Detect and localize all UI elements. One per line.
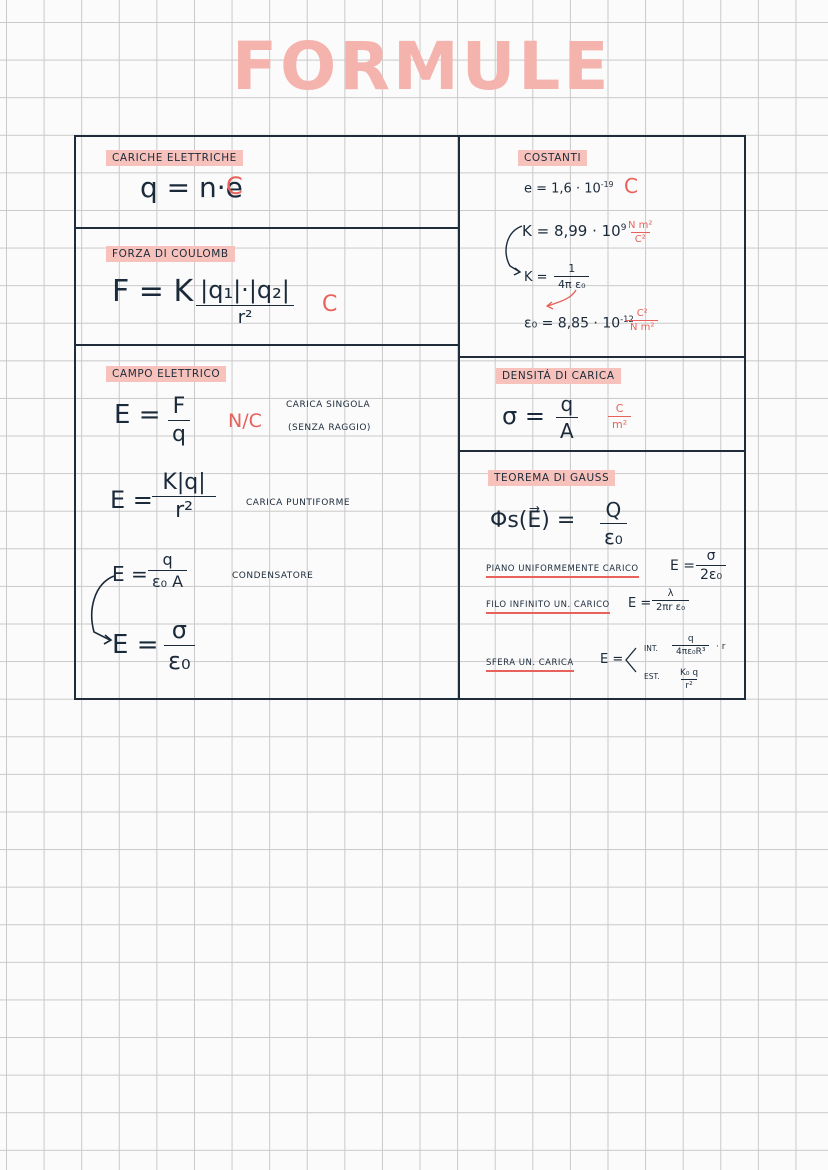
- link-arrow-icon: [505, 225, 523, 276]
- costanti-eps-exp: -12: [620, 314, 634, 324]
- campo-f3-note: CONDENSATORE: [232, 571, 314, 581]
- costanti-k2-num: 1: [568, 262, 576, 275]
- divider-coulomb: [74, 344, 458, 346]
- gauss-int-fraction: q 4πε₀R³: [672, 634, 710, 657]
- densita-unit-den: m²: [608, 416, 632, 431]
- densita-unit-num: C: [615, 402, 624, 415]
- costanti-eps-unit-den: N m²: [626, 320, 659, 333]
- campo-f3-num: q: [162, 550, 173, 569]
- gauss-sfera-lhs: E =: [600, 652, 624, 667]
- costanti-e-exp: -19: [600, 180, 614, 189]
- cariche-heading: CARICHE ELETTRICHE: [106, 150, 243, 166]
- costanti-eps: ε₀ = 8,85 · 10: [524, 315, 621, 332]
- coulomb-denominator: r²: [196, 305, 294, 328]
- coulomb-unit: C: [322, 292, 338, 317]
- costanti-k-unit-den: C²: [630, 232, 650, 245]
- densita-unit: C m²: [608, 402, 632, 431]
- costanti-heading: COSTANTI: [518, 150, 588, 166]
- costanti-eps-unit-num: C²: [636, 308, 648, 319]
- campo-f1-unit: N/C: [228, 410, 262, 432]
- campo-f1-den: q: [168, 420, 190, 447]
- campo-heading: CAMPO ELETTRICO: [106, 366, 227, 382]
- densita-den: A: [556, 417, 578, 443]
- gauss-piano-label: PIANO UNIFORMEMENTE CARICO: [486, 564, 639, 578]
- gauss-filo-num: λ: [667, 588, 674, 599]
- coulomb-fraction: |q₁|·|q₂| r²: [196, 276, 294, 328]
- link-arrow-icon: [91, 575, 115, 645]
- divider-cariche: [74, 227, 458, 229]
- costanti-k-unit: N m² C²: [624, 220, 656, 245]
- gauss-est-label: EST.: [644, 672, 660, 681]
- campo-f1-num: F: [172, 394, 186, 419]
- gauss-piano-den: 2ε₀: [696, 565, 727, 583]
- gauss-sfera-label: SFERA UN. CARICA: [486, 658, 574, 672]
- page-title: FORMULE: [232, 28, 612, 105]
- gauss-filo-label: FILO INFINITO UN. CARICO: [486, 600, 610, 614]
- coulomb-numerator: |q₁|·|q₂|: [200, 276, 290, 304]
- campo-f1-note1: CARICA SINGOLA: [286, 400, 371, 410]
- campo-f3-lhs: E =: [112, 562, 148, 586]
- gauss-piano-num: σ: [706, 548, 716, 564]
- gauss-int-num: q: [687, 634, 694, 644]
- costanti-k2-fraction: 1 4π ε₀: [554, 262, 590, 291]
- coulomb-heading: FORZA DI COULOMB: [106, 246, 235, 262]
- campo-f4-fraction: σ ε₀: [164, 616, 195, 675]
- campo-f4-lhs: E =: [112, 630, 159, 660]
- formula-table: [74, 135, 746, 700]
- campo-f2-fraction: K|q| r²: [152, 470, 216, 523]
- coulomb-lhs: F = K: [112, 274, 194, 309]
- gauss-est-num: K₀ q: [680, 668, 699, 678]
- cariche-formula: q = n·e: [140, 171, 243, 204]
- campo-f2-lhs: E =: [110, 486, 153, 514]
- costanti-k: K = 8,99 · 10: [522, 222, 621, 240]
- campo-f2-den: r²: [152, 496, 216, 523]
- gauss-int-den: 4πε₀R³: [672, 645, 710, 657]
- link-arrow-icon: [545, 289, 577, 310]
- gauss-lhs: Φs(E⃗) =: [490, 508, 576, 533]
- gauss-est-fraction: K₀ q r²: [676, 668, 702, 691]
- densita-num: q: [560, 392, 574, 416]
- gauss-filo-den: 2πr ε₀: [652, 600, 690, 613]
- campo-f2-num: K|q|: [162, 470, 206, 495]
- costanti-e: e = 1,6 · 10: [524, 181, 601, 197]
- campo-f3-den: ε₀ A: [148, 570, 188, 591]
- costanti-eps-unit: C² N m²: [626, 308, 659, 333]
- campo-f4-den: ε₀: [164, 645, 195, 675]
- costanti-k2-lhs: K =: [524, 270, 548, 285]
- campo-f3-fraction: q ε₀ A: [148, 550, 188, 591]
- gauss-heading: TEOREMA DI GAUSS: [488, 470, 616, 486]
- gauss-num: Q: [605, 498, 622, 522]
- gauss-piano-lhs: E =: [670, 558, 696, 574]
- costanti-k2-den: 4π ε₀: [554, 276, 590, 291]
- gauss-filo-lhs: E =: [628, 596, 652, 611]
- divider-costanti: [458, 356, 746, 358]
- gauss-piano-fraction: σ 2ε₀: [696, 548, 727, 583]
- gauss-fraction: Q ε₀: [600, 498, 627, 549]
- densita-lhs: σ =: [502, 402, 545, 430]
- gauss-filo-fraction: λ 2πr ε₀: [652, 588, 690, 613]
- campo-f1-lhs: E =: [114, 400, 161, 430]
- campo-f2-note: CARICA PUNTIFORME: [246, 498, 351, 508]
- column-divider: [458, 135, 460, 700]
- divider-densita: [458, 450, 746, 452]
- costanti-e-unit: C: [624, 174, 638, 198]
- costanti-k-unit-num: N m²: [628, 220, 653, 231]
- costanti-k-exp: 9: [620, 223, 627, 233]
- campo-f4-num: σ: [171, 616, 187, 644]
- gauss-est-den: r²: [681, 679, 697, 691]
- gauss-int-tail: · r: [716, 642, 726, 652]
- campo-f1-note2: (SENZA RAGGIO): [288, 423, 371, 433]
- gauss-int-label: INT.: [644, 644, 658, 653]
- densita-fraction: q A: [556, 392, 578, 443]
- cariche-unit: C: [226, 172, 243, 200]
- brace-icon: [625, 647, 637, 673]
- densita-heading: DENSITÁ DI CARICA: [496, 368, 621, 384]
- campo-f1-fraction: F q: [168, 394, 190, 447]
- gauss-den: ε₀: [600, 523, 627, 549]
